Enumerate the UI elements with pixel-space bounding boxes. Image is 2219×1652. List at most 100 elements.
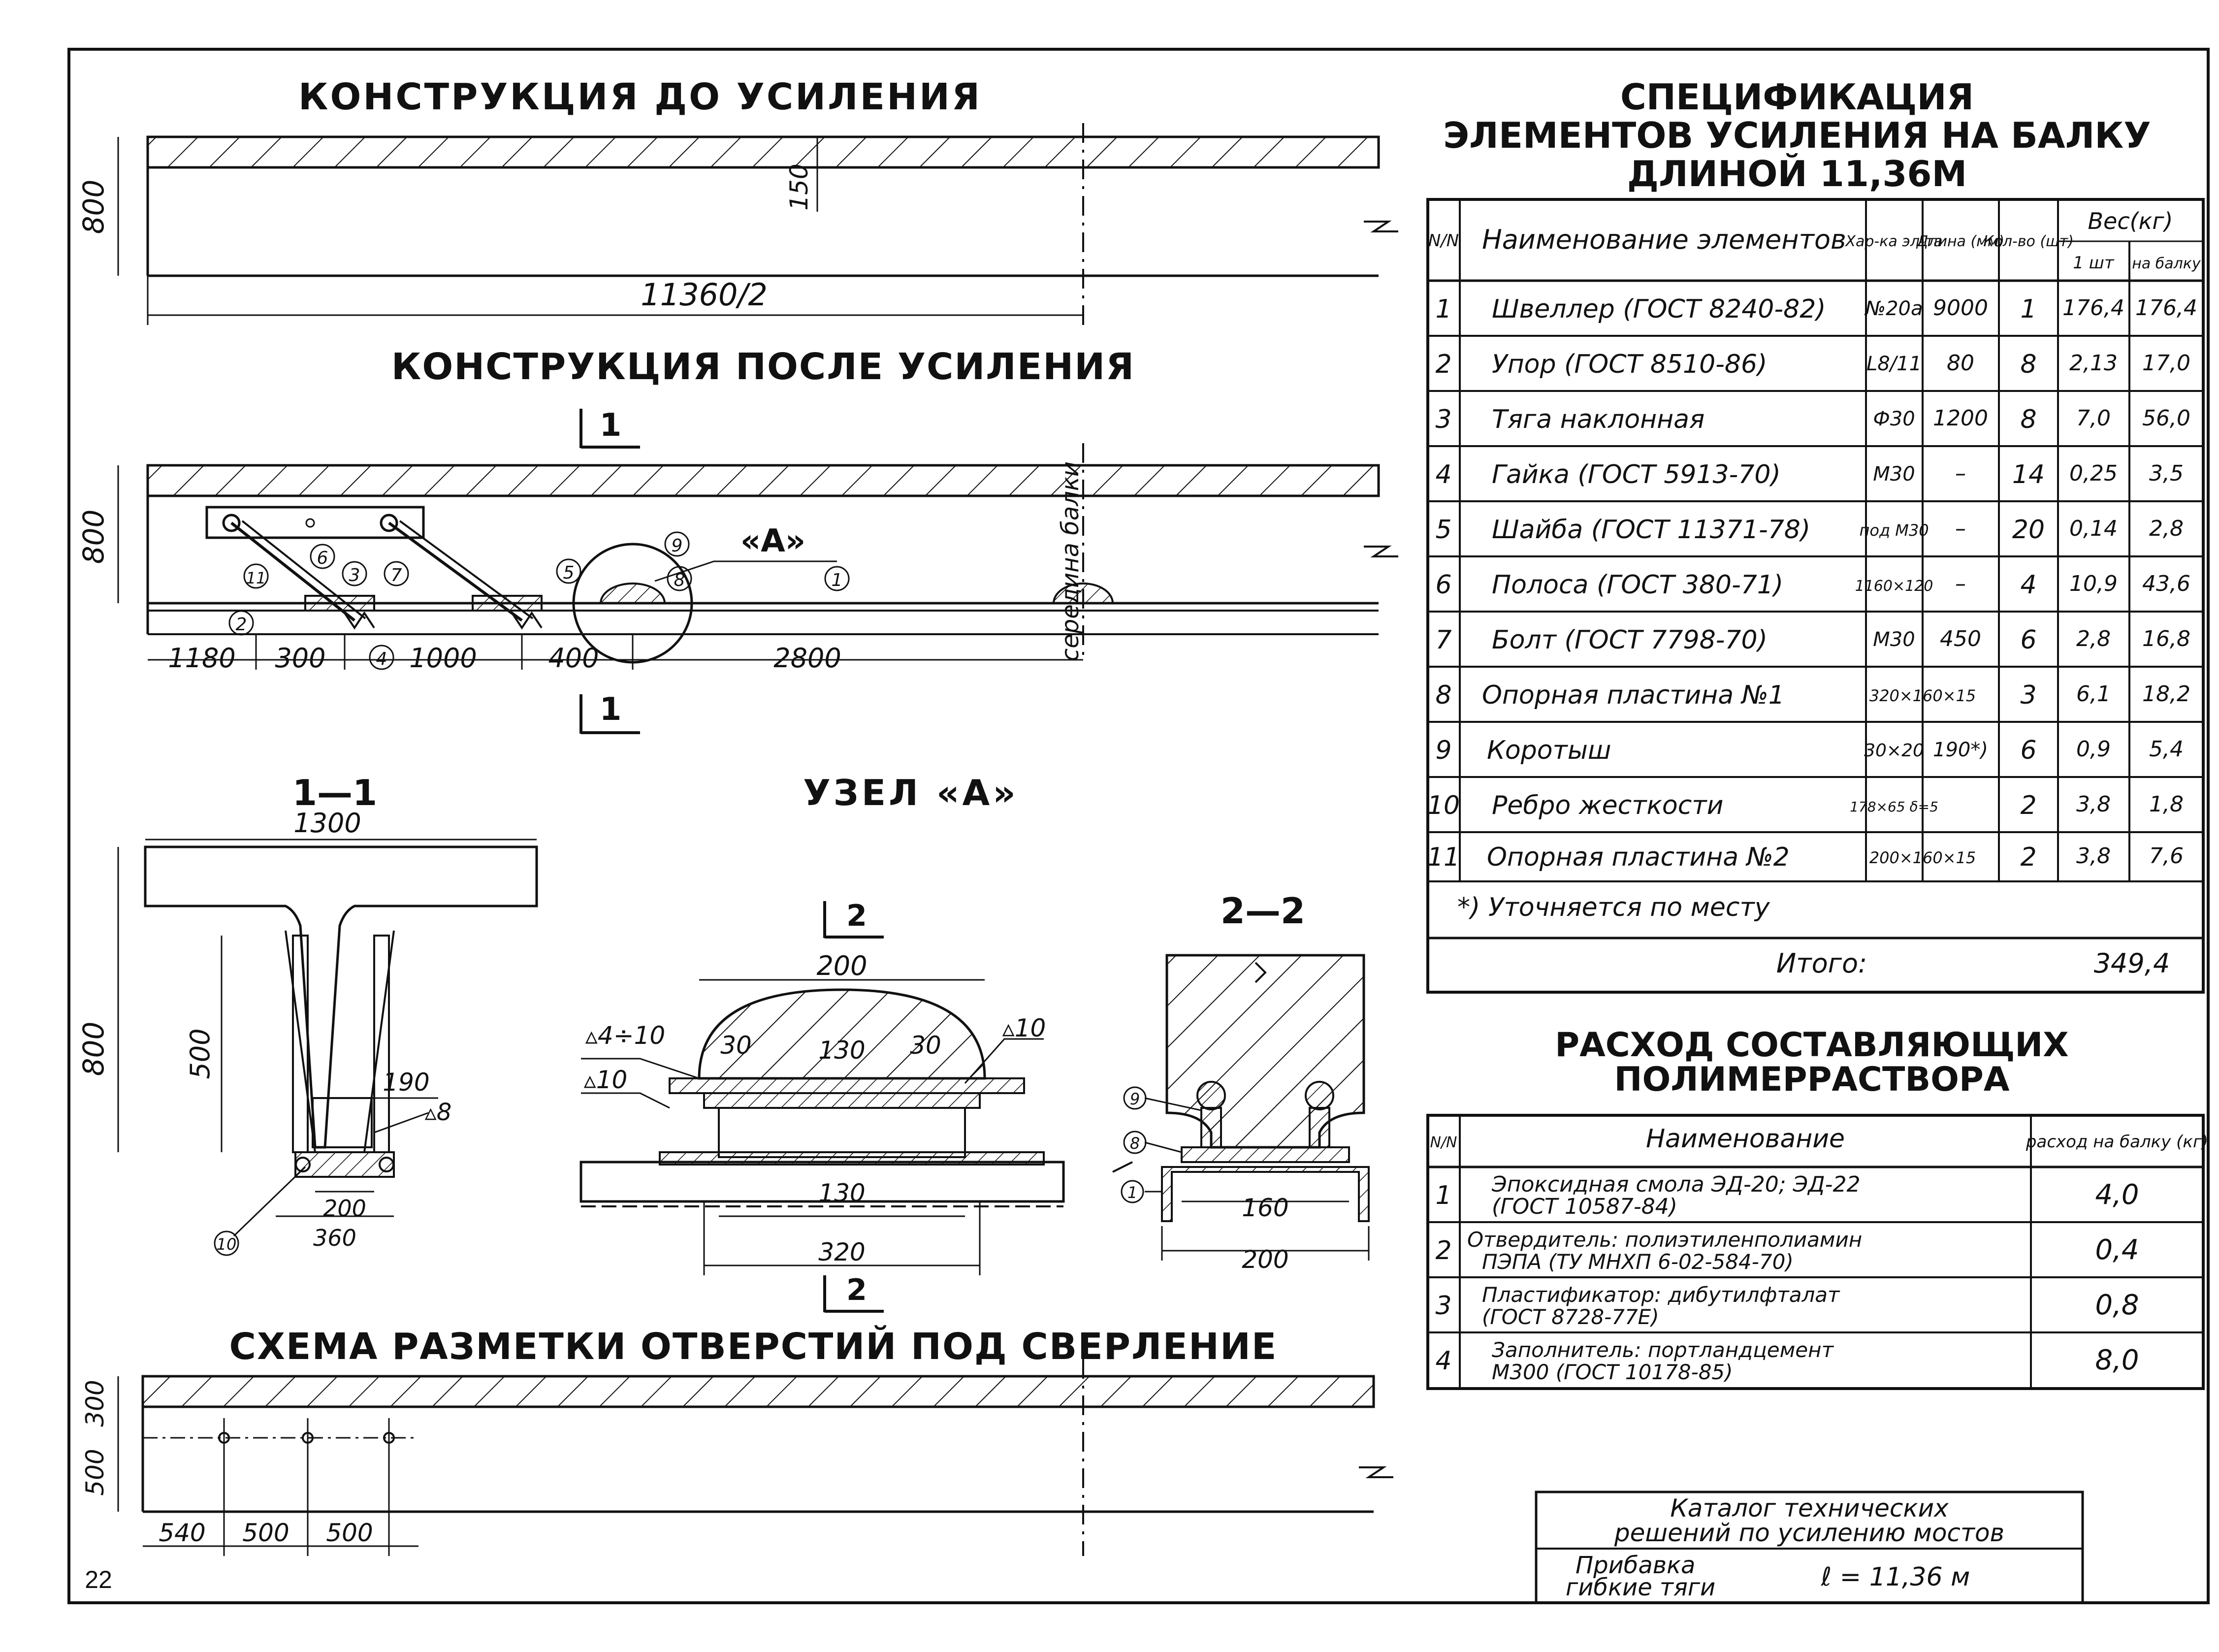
svg-text:Эпоксидная смола ЭД-20; ЭД-22: Эпоксидная смола ЭД-20; ЭД-22 <box>1491 1172 1861 1197</box>
svg-text:0,4: 0,4 <box>2095 1234 2139 1266</box>
dim-nodea-200: 200 <box>816 950 867 981</box>
spec-total-label: Итого: <box>1776 948 1867 979</box>
svg-text:Ребро жесткости: Ребро жесткости <box>1492 791 1723 820</box>
svg-text:8: 8 <box>1435 680 1451 710</box>
title-block-line3: Прибавка <box>1576 1552 1695 1579</box>
spec-header-qty: Кол-во (шт) <box>1983 233 2074 250</box>
section-cut-1-bottom <box>579 694 640 734</box>
svg-text:17,0: 17,0 <box>2142 351 2190 376</box>
title-block-line2: решений по усилению мостов <box>1614 1519 2004 1547</box>
sheet-frame <box>67 48 2210 1604</box>
svg-text:–: – <box>1955 571 1966 596</box>
svg-text:4: 4 <box>1435 460 1451 489</box>
svg-text:450: 450 <box>1940 626 1981 651</box>
svg-text:2: 2 <box>1435 350 1451 379</box>
beam-before <box>117 123 1398 325</box>
callout-1: 1 <box>824 566 850 591</box>
svg-text:1: 1 <box>1435 1181 1451 1210</box>
svg-text:0,8: 0,8 <box>2095 1289 2139 1321</box>
svg-text:–: – <box>1955 461 1966 486</box>
title-block-length: ℓ = 11,36 м <box>1821 1562 1970 1592</box>
svg-text:2,8: 2,8 <box>2076 626 2111 651</box>
svg-text:1,8: 1,8 <box>2149 792 2184 817</box>
svg-text:6: 6 <box>2020 736 2036 765</box>
dim-after-seg-400: 400 <box>548 643 599 674</box>
spec-row-1: 1 Швеллер (ГОСТ 8240-82) №20а 9000 1 176… <box>1435 294 2197 324</box>
svg-text:20: 20 <box>2012 515 2045 545</box>
dim-after-seg-300: 300 <box>275 643 325 674</box>
svg-text:18,2: 18,2 <box>2142 681 2190 707</box>
callout-8-s22: 8 <box>1123 1131 1147 1154</box>
dim-nodea-30-left: 30 <box>720 1031 752 1060</box>
svg-text:Тяга наклонная: Тяга наклонная <box>1492 405 1704 434</box>
svg-text:3,8: 3,8 <box>2076 843 2111 869</box>
spec-row-11: 11 Опорная пластина №2 200×160×15 2 3,8 … <box>1427 842 2184 872</box>
svg-text:3: 3 <box>1435 405 1451 434</box>
spec-row-5: 5 Шайба (ГОСТ 11371-78) под М30 – 20 0,1… <box>1435 515 2184 545</box>
callout-11: 11 <box>243 563 269 589</box>
svg-text:9000: 9000 <box>1933 295 1988 321</box>
dim-drill-300: 300 <box>81 1380 109 1426</box>
svg-text:7,6: 7,6 <box>2149 843 2184 869</box>
svg-text:(ГОСТ 8728-77Е): (ГОСТ 8728-77Е) <box>1482 1305 1659 1329</box>
svg-text:16,8: 16,8 <box>2142 626 2190 651</box>
svg-text:176,4: 176,4 <box>2135 295 2197 321</box>
spec-header-w-beam: на балку <box>2132 255 2201 272</box>
svg-text:10: 10 <box>217 1235 237 1254</box>
svg-text:2,13: 2,13 <box>2069 351 2118 376</box>
svg-text:176,4: 176,4 <box>2062 295 2124 321</box>
svg-text:4: 4 <box>2020 570 2036 600</box>
spec-row-6: 6 Полоса (ГОСТ 380-71) 1160×120 – 4 10,9… <box>1435 570 2190 600</box>
section-cut-2-bottom <box>823 1275 884 1313</box>
dim-sec11-190: 190 <box>383 1068 429 1097</box>
svg-text:под М30: под М30 <box>1859 521 1929 540</box>
svg-text:7,0: 7,0 <box>2076 406 2111 431</box>
node-a-label: «А» <box>740 523 805 559</box>
spec-header-name: Наименование элементов <box>1482 224 1846 255</box>
poly-header-name: Наименование <box>1646 1124 1845 1154</box>
poly-header-rate: расход на балку (кг) <box>2026 1132 2208 1152</box>
svg-text:2: 2 <box>1435 1236 1451 1265</box>
svg-text:56,0: 56,0 <box>2142 406 2190 431</box>
svg-text:4: 4 <box>1435 1346 1451 1376</box>
svg-text:4,0: 4,0 <box>2095 1179 2139 1211</box>
svg-text:8: 8 <box>2020 405 2036 434</box>
svg-text:10,9: 10,9 <box>2069 571 2118 596</box>
svg-text:178×65 δ=5: 178×65 δ=5 <box>1850 799 1938 815</box>
svg-text:8,0: 8,0 <box>2095 1344 2139 1376</box>
svg-text:5,4: 5,4 <box>2149 737 2184 762</box>
dim-nodea-320: 320 <box>818 1238 865 1266</box>
dim-after-seg-1180: 1180 <box>168 643 235 674</box>
title-section-11: 1—1 <box>292 772 377 813</box>
svg-text:3: 3 <box>349 565 360 585</box>
dim-after-seg-1000: 1000 <box>409 643 477 674</box>
title-drill: СХЕМА РАЗМЕТКИ ОТВЕРСТИЙ ПОД СВЕРЛЕНИЕ <box>229 1325 1278 1368</box>
callout-7: 7 <box>384 561 409 586</box>
svg-text:3: 3 <box>1435 1291 1451 1321</box>
spec-row-2: 2 Упор (ГОСТ 8510-86) L8/11 80 8 2,13 17… <box>1435 350 2190 379</box>
callout-6: 6 <box>310 544 335 569</box>
weld-nodea-4-10: ▵4÷10 <box>585 1021 665 1050</box>
spec-title-2: ЭЛЕМЕНТОВ УСИЛЕНИЯ НА БАЛКУ <box>1443 115 2151 156</box>
svg-text:Отвердитель: полиэтиленполиами: Отвердитель: полиэтиленполиамин <box>1467 1228 1862 1252</box>
svg-text:8: 8 <box>1130 1134 1140 1153</box>
title-block-line4: гибкие тяги <box>1566 1574 1715 1601</box>
spec-row-7: 7 Болт (ГОСТ 7798-70) М30 450 6 2,8 16,8 <box>1435 625 2190 655</box>
spec-header-length: Длина (мм) <box>1916 233 2004 250</box>
svg-text:7: 7 <box>1435 625 1451 655</box>
svg-text:6: 6 <box>1435 570 1451 600</box>
spec-row-10: 10 Ребро жесткости 178×65 δ=5 2 3,8 1,8 <box>1427 791 2184 820</box>
dim-before-halflength: 11360/2 <box>641 277 768 313</box>
callout-3: 3 <box>342 561 367 586</box>
svg-text:1: 1 <box>2020 294 2036 324</box>
poly-row-3: 3 Пластификатор: дибутилфталат (ГОСТ 872… <box>1435 1283 2139 1329</box>
dim-after-height: 800 <box>77 510 110 564</box>
svg-text:Шайба (ГОСТ 11371-78): Шайба (ГОСТ 11371-78) <box>1492 515 1810 545</box>
svg-text:2: 2 <box>236 615 247 635</box>
callout-10: 10 <box>214 1231 239 1256</box>
spec-header-weight: Вес(кг) <box>2088 208 2173 234</box>
svg-text:Швеллер (ГОСТ 8240-82): Швеллер (ГОСТ 8240-82) <box>1492 294 1826 324</box>
svg-text:6: 6 <box>317 548 328 568</box>
section-22-drawing <box>1144 954 1370 1261</box>
